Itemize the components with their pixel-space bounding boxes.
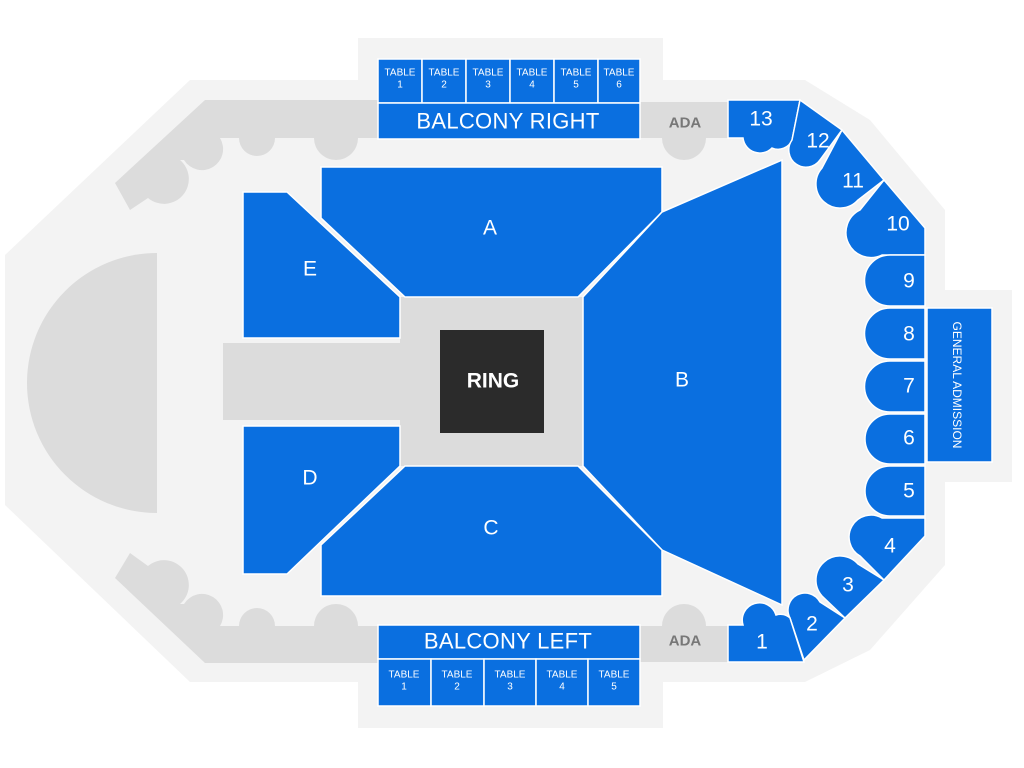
general-admission[interactable]: [926, 307, 993, 463]
ada-area-top: [640, 102, 728, 160]
balcony-right-table-2[interactable]: [421, 58, 467, 104]
ring-label: RING: [467, 370, 520, 393]
balcony-right-table-6[interactable]: [597, 58, 641, 104]
ring: [440, 330, 544, 433]
balcony-left-table-3[interactable]: [483, 658, 537, 707]
stage: [27, 253, 157, 513]
section-9[interactable]: [863, 254, 926, 307]
section-8[interactable]: [863, 307, 926, 360]
balcony-left-table-5[interactable]: [587, 658, 641, 707]
ada-bottom-label: ADA: [669, 633, 702, 650]
section-e[interactable]: [242, 191, 401, 339]
balcony-right-table-3[interactable]: [465, 58, 511, 104]
section-c[interactable]: [320, 465, 663, 597]
section-10[interactable]: [845, 178, 926, 259]
concourse-top: [115, 100, 378, 210]
section-4[interactable]: [848, 514, 926, 582]
balcony-left-table-1[interactable]: [377, 658, 432, 707]
section-3[interactable]: [815, 555, 886, 620]
section-1[interactable]: [727, 602, 806, 663]
section-d[interactable]: [242, 425, 401, 575]
balcony-right-table-5[interactable]: [553, 58, 599, 104]
concourse-bottom: [115, 553, 378, 663]
balcony-left[interactable]: [377, 624, 641, 660]
section-5[interactable]: [864, 465, 926, 517]
section-7[interactable]: [863, 360, 926, 413]
section-6[interactable]: [864, 413, 926, 465]
balcony-left-table-2[interactable]: [430, 658, 485, 707]
balcony-right-table-1[interactable]: [377, 58, 423, 104]
ada-area-bottom: [640, 604, 728, 662]
balcony-right[interactable]: [377, 102, 641, 140]
section-a[interactable]: [320, 166, 663, 298]
section-12[interactable]: [788, 98, 844, 168]
section-11[interactable]: [815, 128, 886, 209]
balcony-left-table-4[interactable]: [535, 658, 589, 707]
ada-top-label: ADA: [669, 115, 702, 132]
balcony-right-table-4[interactable]: [509, 58, 555, 104]
